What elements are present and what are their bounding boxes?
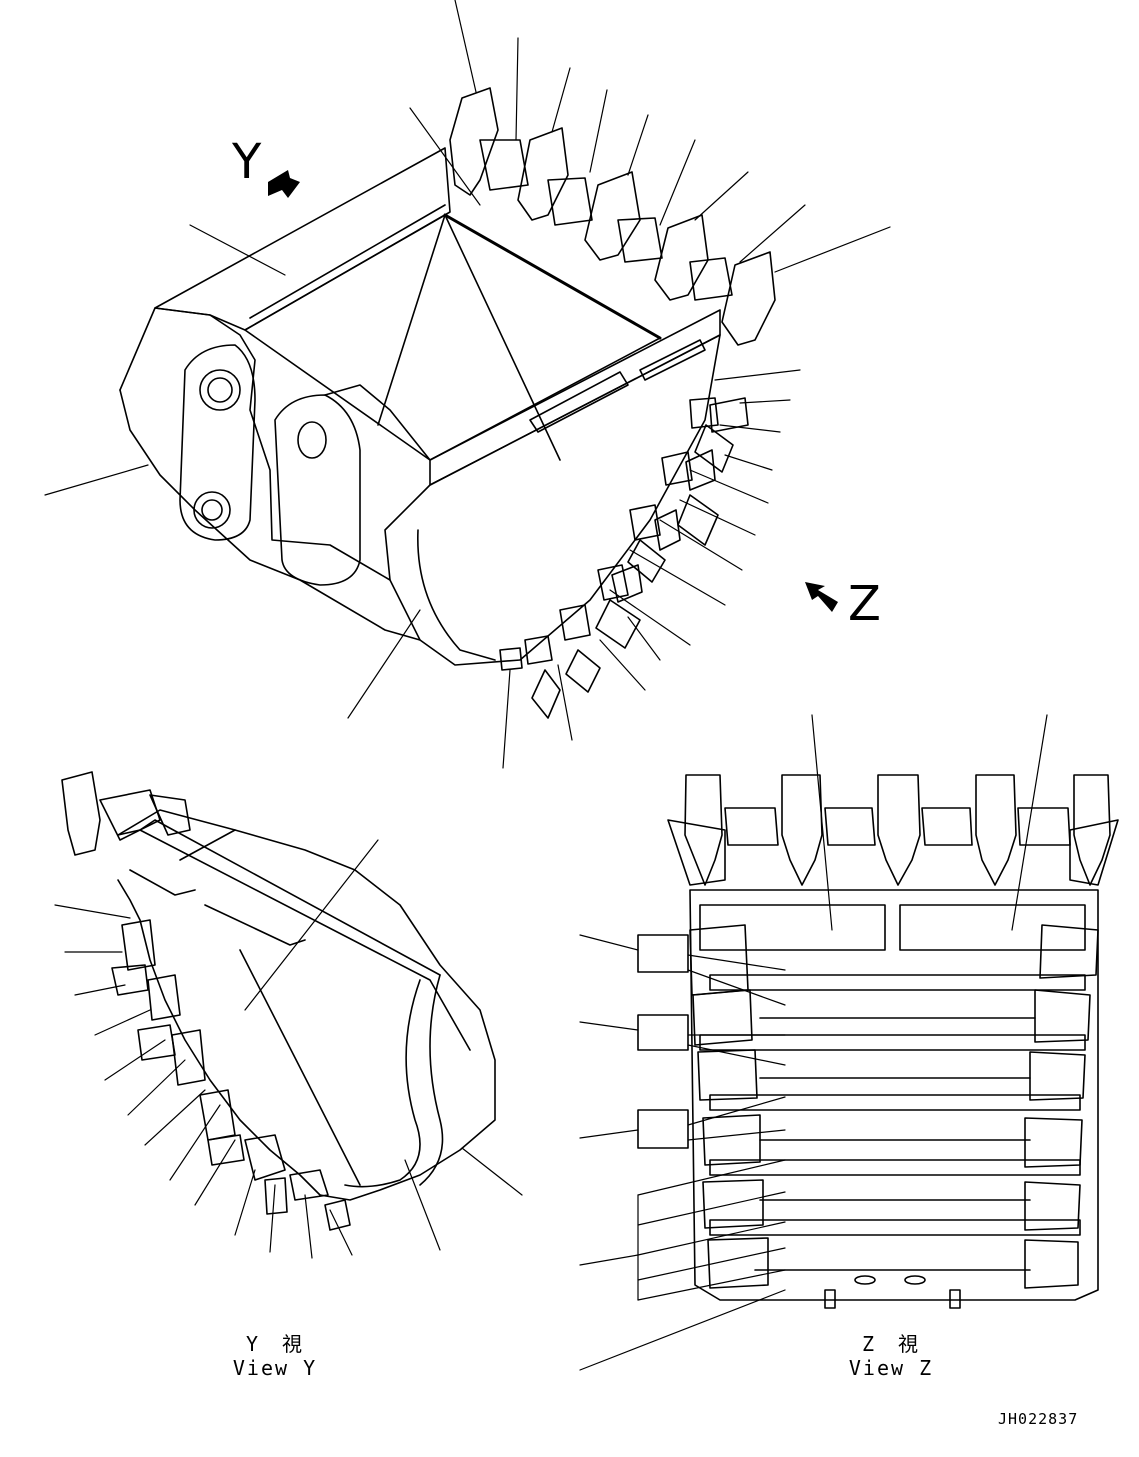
view-z-side-blocks <box>689 924 1099 1289</box>
main-view-teeth <box>449 87 776 346</box>
view-z-marker: Z <box>848 576 881 632</box>
view-z-callout-boxes <box>637 934 689 1149</box>
main-view-callout-boxes <box>531 424 734 719</box>
view-z-ribs <box>699 974 1086 1271</box>
view-z-drawing <box>579 714 1119 1371</box>
main-bucket-view <box>44 0 891 769</box>
view-y-marker: Y <box>232 134 262 190</box>
view-z-caption: Z 視 View Z <box>826 1332 956 1380</box>
view-z-arrow <box>805 582 838 612</box>
view-z-caption-en: View Z <box>848 1356 934 1380</box>
view-y-drawing <box>54 771 523 1259</box>
view-y-arrow <box>268 170 300 198</box>
view-y-leader-lines <box>54 839 523 1259</box>
view-y-caption-jp: Y 視 <box>245 1332 305 1356</box>
drawing-code: JH022837 <box>998 1410 1079 1428</box>
view-y-caption: Y 視 View Y <box>210 1332 340 1380</box>
view-z-caption-jp: Z 視 <box>861 1332 921 1356</box>
main-view-side-protectors <box>499 397 749 671</box>
view-z-leader-lines <box>579 714 1048 1371</box>
main-view-leader-lines <box>44 0 891 769</box>
view-z-teeth <box>667 774 1119 886</box>
view-y-caption-en: View Y <box>232 1356 318 1380</box>
